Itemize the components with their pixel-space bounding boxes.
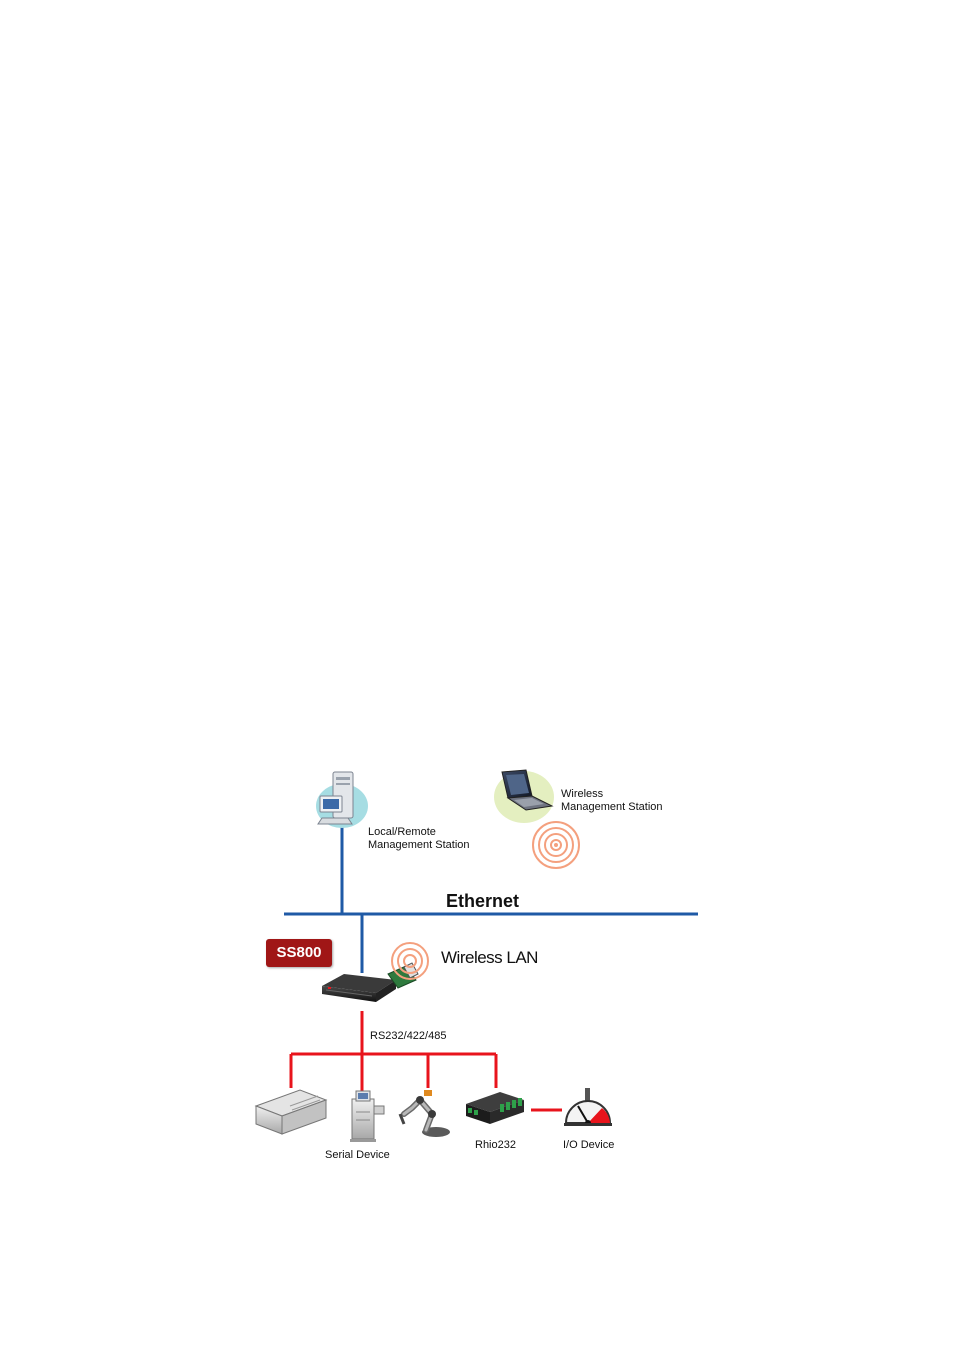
wireless-lan-signal-icon	[391, 942, 429, 980]
serial-bus-label: RS232/422/485	[370, 1030, 447, 1042]
kiosk-terminal-icon	[350, 1090, 385, 1142]
wireless-station-label-line2: Management Station	[561, 801, 663, 813]
desktop-pc-icon	[316, 771, 368, 828]
rhio-label: Rhio232	[475, 1139, 516, 1151]
serial-lines	[289, 1011, 562, 1112]
ethernet-lines	[284, 826, 698, 973]
ss800-badge: SS800	[266, 939, 332, 967]
io-device-label: I/O Device	[563, 1139, 615, 1151]
serial-device-label: Serial Device	[325, 1149, 390, 1161]
wireless-signal-icon	[532, 821, 580, 869]
serial-server-icon	[322, 962, 419, 1002]
wireless-lan-label: Wireless LAN	[441, 948, 538, 967]
laptop-icon	[494, 769, 554, 823]
local-station-label-line1: Local/Remote	[368, 826, 436, 838]
industrial-machine-icon	[254, 1089, 328, 1135]
local-station-label-line2: Management Station	[368, 839, 470, 851]
gauge-icon	[564, 1088, 612, 1126]
ethernet-label: Ethernet	[446, 891, 520, 911]
wireless-station-label-line1: Wireless	[561, 788, 604, 800]
robot-arm-icon	[398, 1090, 450, 1137]
rhio-module-icon	[466, 1092, 524, 1124]
